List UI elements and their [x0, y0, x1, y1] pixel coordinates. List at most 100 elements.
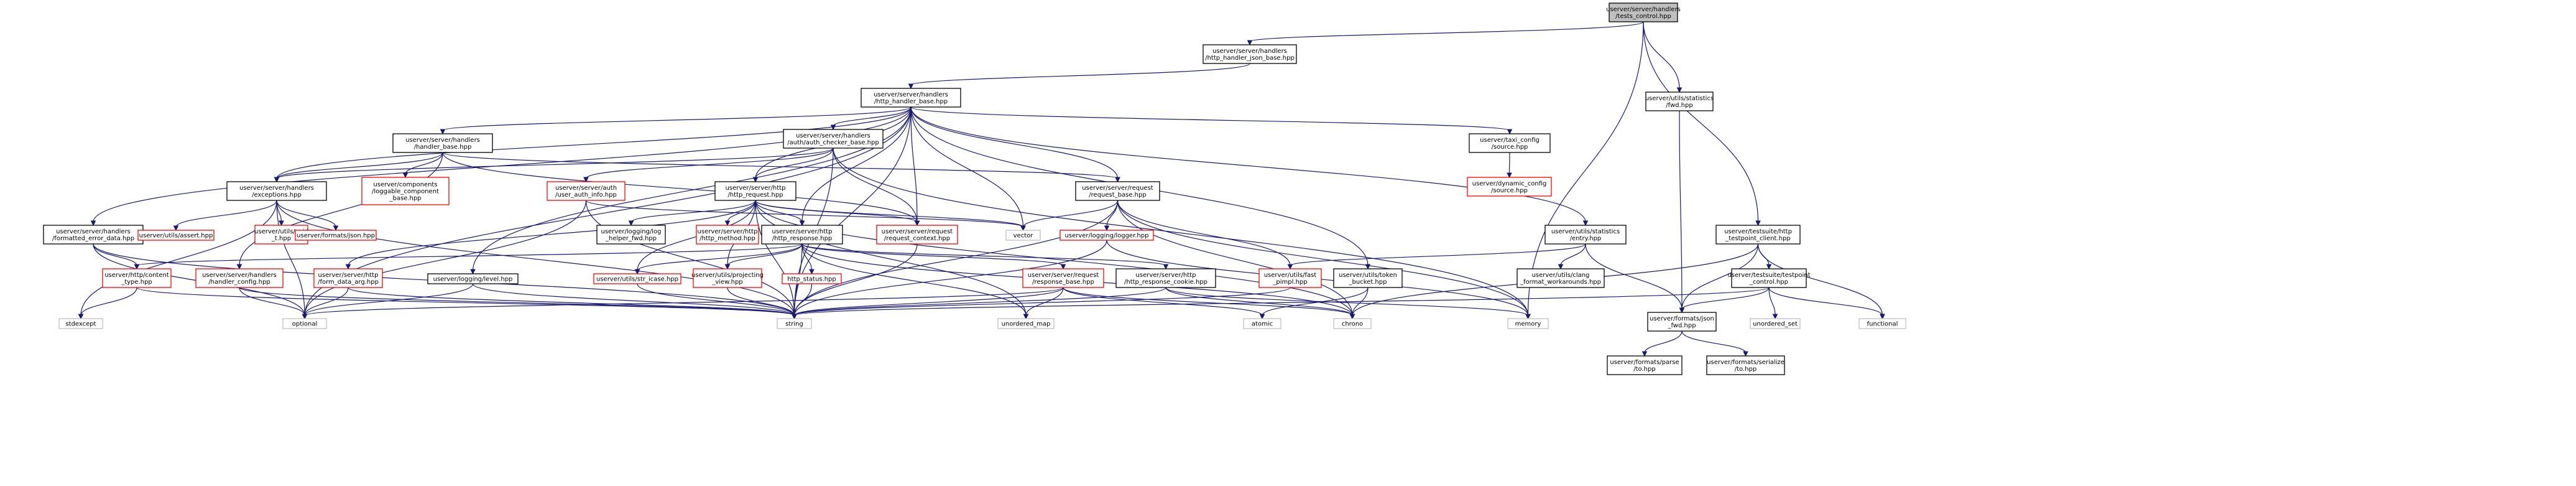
- node-hcfg[interactable]: userver/server/handlers/handler_config.h…: [195, 268, 284, 288]
- node-label-line: _control.hpp: [1749, 279, 1788, 286]
- edge-utb-to-atom: [1259, 287, 1369, 320]
- edge-fda-to-str: [348, 287, 797, 320]
- node-ufp[interactable]: userver/utils/fast_pimpl.hpp: [1258, 268, 1322, 288]
- node-label-line: /http_response_cookie.hpp: [1124, 279, 1207, 286]
- node-fed[interactable]: userver/server/handlers/formatted_error_…: [43, 225, 144, 245]
- node-use[interactable]: userver/utils/statistics/entry.hpp: [1544, 225, 1627, 245]
- node-label-line: http_status.hpp: [787, 276, 836, 283]
- node-label-line: memory: [1515, 321, 1541, 328]
- node-label-line: stdexcept: [65, 321, 96, 328]
- node-usf[interactable]: userver/utils/statistics/fwd.hpp: [1645, 91, 1714, 111]
- node-fda[interactable]: userver/server/http/form_data_arg.hpp: [313, 268, 383, 288]
- edge-hjb-to-hhb: [908, 63, 1250, 90]
- node-dcs[interactable]: userver/dynamic_config/source.hpp: [1467, 177, 1552, 197]
- edge-hresp-to-rsb: [801, 243, 1066, 270]
- edge-hcfg-to-opt: [239, 287, 308, 320]
- edge-hhb-to-lvl: [470, 106, 912, 275]
- node-label-line: /auth/auth_checker_base.hpp: [787, 139, 879, 146]
- edge-root-to-hjb: [1247, 21, 1644, 46]
- edge-exc-to-fj: [276, 200, 339, 231]
- node-label-line: optional: [292, 321, 318, 328]
- edge-tpc-to-str: [792, 287, 1770, 320]
- node-fst[interactable]: userver/formats/serialize/to.hpp: [1706, 355, 1785, 375]
- edge-root-to-usf: [1643, 21, 1683, 93]
- node-atom: atomic: [1243, 318, 1281, 329]
- node-fjf[interactable]: userver/formats/json_fwd.hpp: [1647, 312, 1717, 332]
- node-label-line: /http_method.hpp: [699, 235, 755, 242]
- node-label-line: /http_request.hpp: [727, 192, 783, 199]
- node-opt: optional: [282, 318, 327, 329]
- edge-hhb-to-tcs: [910, 106, 1513, 135]
- edge-fjf-to-fst: [1681, 330, 1748, 357]
- node-tcs[interactable]: userver/taxi_config/source.hpp: [1469, 133, 1551, 153]
- node-lvl[interactable]: userver/logging/level.hpp: [427, 273, 519, 284]
- node-rb[interactable]: userver/server/request/request_base.hpp: [1075, 181, 1160, 201]
- edge-hhb-to-hb: [440, 106, 912, 135]
- node-fj[interactable]: userver/formats/json.hpp: [295, 230, 377, 241]
- edge-acb-to-hreq: [752, 147, 834, 183]
- node-label-line: userver/taxi_config: [1480, 137, 1540, 144]
- node-label-line: /response_base.hpp: [1032, 279, 1094, 286]
- node-utb[interactable]: userver/utils/token_bucket.hpp: [1333, 268, 1403, 288]
- node-label-line: userver/utils/str_icase.hpp: [596, 276, 678, 283]
- node-exc[interactable]: userver/server/handlers/exceptions.hpp: [226, 181, 327, 201]
- node-hrc[interactable]: userver/server/http/http_response_cookie…: [1115, 268, 1216, 288]
- node-rsb[interactable]: userver/server/request/response_base.hpp: [1022, 268, 1104, 288]
- node-upv[interactable]: userver/utils/projecting_view.hpp: [691, 268, 764, 288]
- node-label-line: functional: [1867, 321, 1898, 328]
- node-chr: chrono: [1333, 318, 1372, 329]
- node-label-line: userver/server/auth: [555, 185, 617, 192]
- node-tpc[interactable]: userver/testsuite/testpoint_control.hpp: [1727, 268, 1811, 288]
- edge-acb-to-uai: [583, 147, 834, 183]
- node-hs[interactable]: http_status.hpp: [782, 273, 842, 284]
- node-sic[interactable]: userver/utils/str_icase.hpp: [593, 273, 681, 284]
- node-label-line: userver/server/http: [318, 272, 379, 279]
- node-label-line: /source.hpp: [1492, 144, 1528, 151]
- node-uas[interactable]: userver/utils/assert.hpp: [137, 230, 215, 241]
- edge-fjf-to-fpt: [1641, 330, 1683, 357]
- node-lcb[interactable]: userver/components/loggable_component_ba…: [361, 177, 450, 205]
- node-label-line: userver/server/http: [726, 185, 786, 192]
- node-htc[interactable]: userver/testsuite/http_testpoint_client.…: [1715, 225, 1801, 245]
- edge-hresp-to-sic: [634, 243, 803, 275]
- node-hjb[interactable]: userver/server/handlers/http_handler_jso…: [1203, 44, 1297, 64]
- edge-layer: [78, 21, 1885, 357]
- node-label-line: userver/testsuite/http: [1724, 228, 1792, 235]
- edge-rb-to-lg: [1104, 200, 1119, 231]
- node-uai[interactable]: userver/server/auth/user_auth_info.hpp: [547, 181, 626, 201]
- node-label-line: userver/components: [373, 182, 437, 189]
- node-lg[interactable]: userver/logging/logger.hpp: [1059, 230, 1154, 241]
- edge-ufp-to-str: [792, 287, 1291, 320]
- node-hhb[interactable]: userver/server/handlers/http_handler_bas…: [861, 88, 961, 108]
- edge-hcfg-to-str: [239, 287, 797, 320]
- node-uset: unordered_set: [1750, 318, 1801, 329]
- node-label-line: userver/formats/parse: [1610, 359, 1679, 366]
- edge-hb-to-lcb: [402, 152, 443, 179]
- node-label-line: userver/server/request: [1082, 185, 1153, 192]
- edge-use-to-ulw: [1558, 243, 1586, 270]
- node-hm[interactable]: userver/server/http/http_method.hpp: [696, 225, 759, 245]
- node-acb[interactable]: userver/server/handlers/auth/auth_checke…: [783, 129, 884, 149]
- node-label-line: chrono: [1342, 321, 1363, 328]
- node-label-line: userver/server/http: [1136, 272, 1196, 279]
- node-rc[interactable]: userver/server/request/request_context.h…: [876, 225, 958, 245]
- node-hb[interactable]: userver/server/handlers/handler_base.hpp: [392, 133, 493, 153]
- node-hct[interactable]: userver/http/content_type.hpp: [102, 268, 172, 288]
- node-fpt[interactable]: userver/formats/parse/to.hpp: [1607, 355, 1683, 375]
- node-label-line: _base.hpp: [389, 195, 421, 202]
- node-func: functional: [1858, 318, 1906, 329]
- node-label-line: /formatted_error_data.hpp: [52, 235, 134, 242]
- node-lhf[interactable]: userver/logging/log_helper_fwd.hpp: [596, 225, 666, 245]
- node-hresp[interactable]: userver/server/http/http_response.hpp: [761, 225, 843, 245]
- edge-hreq-to-hresp: [755, 200, 805, 227]
- node-label-line: userver/logging/logger.hpp: [1065, 233, 1149, 240]
- node-label-line: userver/utils/projecting: [691, 272, 764, 279]
- edge-hhb-to-rb: [910, 106, 1120, 183]
- node-label-line: userver/server/handlers: [202, 272, 277, 279]
- node-ulw[interactable]: userver/utils/clang_format_workarounds.h…: [1517, 268, 1605, 288]
- edge-fed-to-hct: [93, 243, 140, 270]
- node-hreq[interactable]: userver/server/http/http_request.hpp: [714, 181, 796, 201]
- node-label-line: userver/server/handlers: [405, 137, 480, 144]
- root-node: userver/server/handlers/tests_control.hp…: [1606, 2, 1681, 22]
